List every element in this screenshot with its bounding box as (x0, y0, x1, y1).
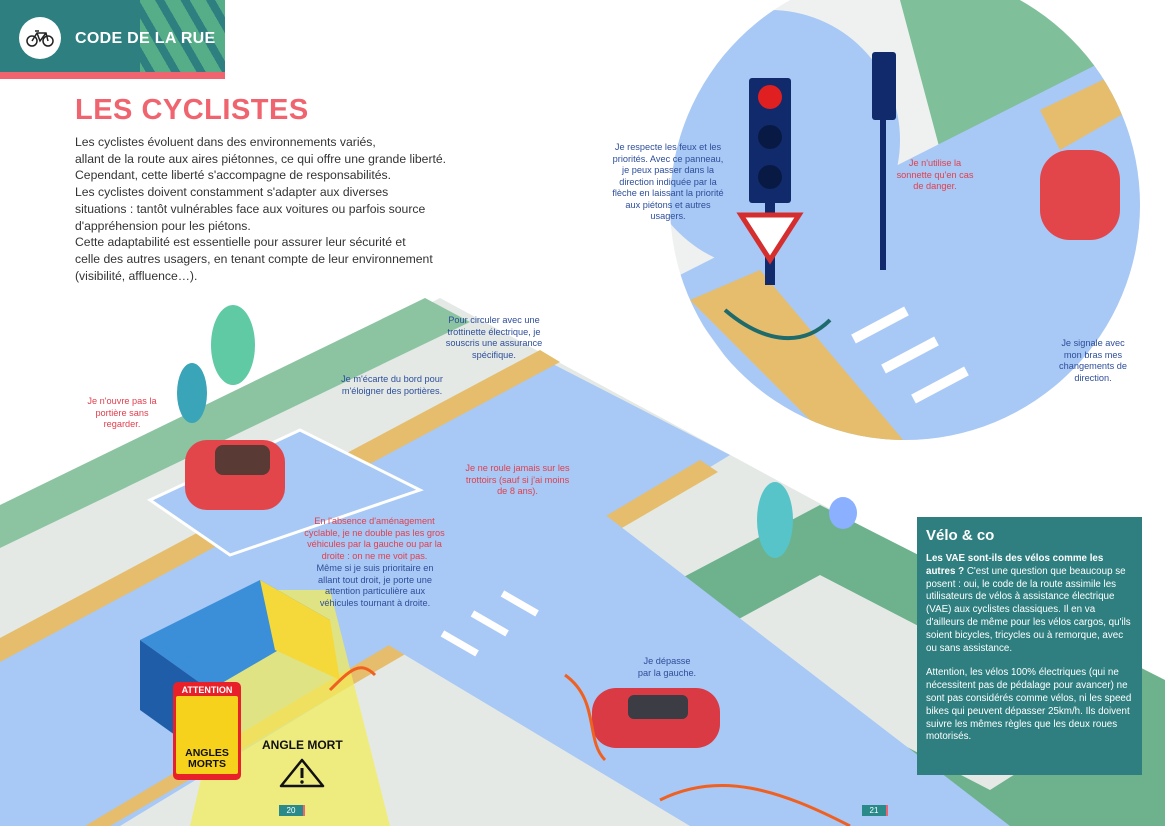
red-car-right (592, 688, 720, 748)
note-trottinette: Pour circuler avec une trottinette élect… (445, 315, 543, 360)
bicycle-icon (19, 17, 61, 59)
page-number-right: 21 (862, 805, 888, 816)
intro-line: Les cyclistes évoluent dans des environn… (75, 135, 376, 149)
intro-line: celle des autres usagers, en tenant comp… (75, 251, 433, 266)
intro-line: situations : tantôt vulnérables face aux… (75, 201, 426, 216)
sidebar-warning-text: Attention, les vélos 100% électriques (q… (926, 667, 1132, 743)
intro-paragraph: Les cyclistes évoluent dans des environn… (75, 134, 447, 284)
intro-line: Cette adaptabilité est essentielle pour … (75, 235, 406, 250)
red-car (185, 440, 285, 510)
sidebar-velo-co: Vélo & co Les VAE sont-ils des vélos com… (917, 517, 1142, 775)
sticker-bottom: ANGLES MORTS (185, 747, 229, 770)
note-ecarte: Je m'écarte du bord pour m'éloigner des … (341, 374, 443, 396)
intro-line: Cependant, cette liberté s'accompagne de… (75, 168, 392, 183)
note-feux: Je respecte les feux et les priorités. A… (612, 142, 724, 221)
warning-icon (279, 758, 325, 788)
trees (177, 305, 857, 558)
note-sonnette: Je n'utilise la sonnette qu'en cas de da… (896, 158, 974, 191)
intro-line: allant de la route aux aires piétonnes, … (75, 151, 447, 166)
intro-line: (visibilité, affluence…). (75, 268, 198, 283)
sidebar-title: Vélo & co (926, 527, 995, 544)
page-title: LES CYCLISTES (75, 94, 309, 126)
page-number-left: 20 (279, 805, 305, 816)
section-title: CODE DE LA RUE (75, 30, 216, 47)
note-signale: Je signale avec mon bras mes changements… (1059, 338, 1127, 383)
note-portiere: Je n'ouvre pas la portière sans regarder… (87, 396, 157, 429)
note-tourne-droite: Même si je suis prioritaire en allant to… (316, 563, 434, 608)
note-trottoirs: Je ne roule jamais sur les trottoirs (sa… (465, 463, 570, 496)
sidebar-question: Les VAE sont-ils des vélos comme les aut… (926, 553, 1104, 577)
angles-morts-sticker: ATTENTION ANGLES MORTS (173, 682, 241, 780)
intro-line: d'appréhension pour les piétons. (75, 218, 251, 233)
angle-mort-label: ANGLE MORT (262, 738, 343, 752)
section-header: CODE DE LA RUE (0, 0, 225, 72)
note-gros-vehicules: En l'absence d'aménagement cyclable, je … (304, 516, 445, 561)
note-depasse: Je dépasse par la gauche. (637, 656, 697, 678)
crosswalk (440, 590, 539, 657)
sticker-top: ATTENTION (181, 685, 233, 695)
header-accent-bar (0, 72, 225, 79)
intro-line: Les cyclistes doivent constamment s'adap… (75, 185, 389, 200)
sidebar-text: C'est une question que beaucoup se posen… (926, 565, 1131, 654)
traffic-light (736, 78, 804, 285)
